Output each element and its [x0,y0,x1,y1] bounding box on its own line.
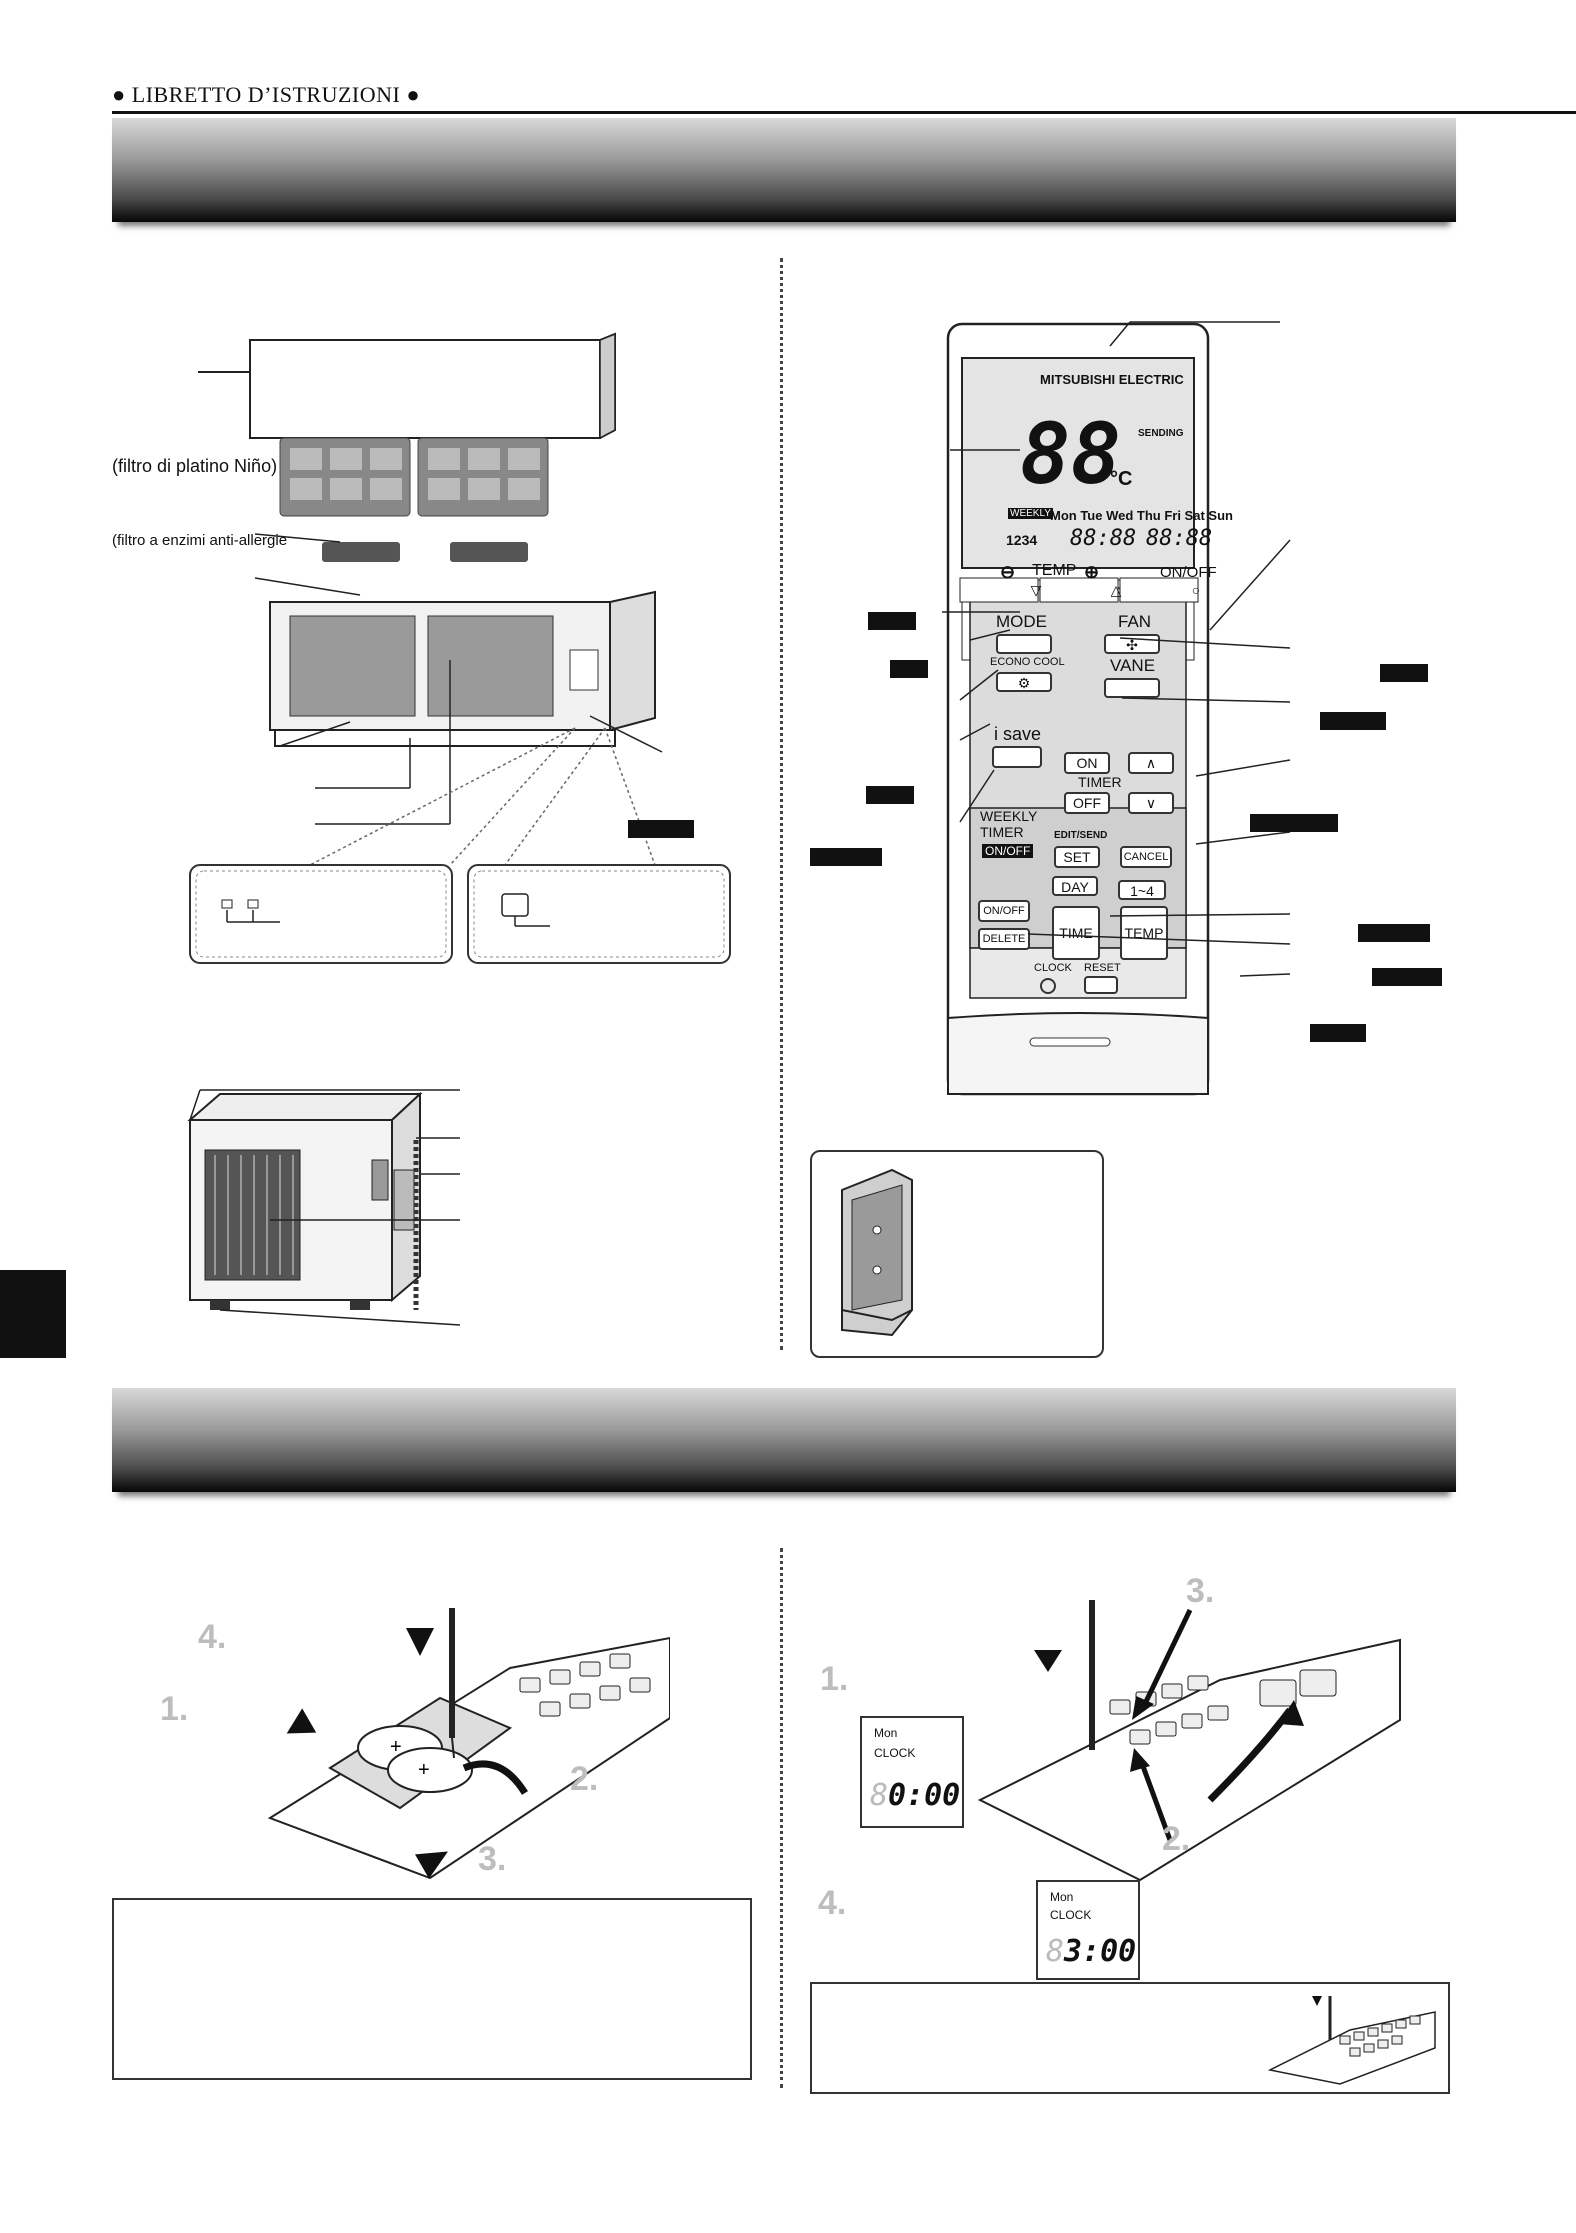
svg-text:+: + [418,1759,430,1781]
display-days: Mon Tue Wed Thu Fri Sat Sun [1050,508,1233,523]
power-button[interactable]: ○ [1191,582,1201,598]
remote-leader-lines [942,321,1291,977]
column-divider-top [780,258,783,1350]
remote-brand: MITSUBISHI ELECTRIC [1040,372,1184,387]
clock-display-time: 3:00 [1064,1934,1137,1969]
vane-label: VANE [1110,656,1156,675]
language-tab [0,1270,66,1358]
display-temperature: 88 [1020,405,1122,503]
timer-up-button[interactable]: ∧ [1128,752,1174,774]
timer-on-button[interactable]: ON [1064,752,1110,774]
mode-label: MODE [996,612,1047,631]
redacted-label [1358,924,1430,942]
clock-step-2: 2. [1162,1820,1191,1858]
display-on-time: 88:88 [1070,526,1137,551]
i-save-label: i save [994,724,1042,744]
clock-display-set: Mon CLOCK 8 3:00 [1036,1880,1140,1980]
arrow-down-icon [1034,1650,1062,1672]
temp-down-button[interactable]: ▽ [1030,582,1042,598]
timer-down-button[interactable]: ∨ [1128,792,1174,814]
svg-text:+: + [390,1736,402,1758]
clock-display-day: Mon [1050,1890,1074,1904]
clock-display-time: 0:00 [888,1778,961,1813]
program-button[interactable]: 1~4 [1118,880,1166,900]
display-off-time: 88:88 [1146,526,1213,551]
outdoor-unit-diagram [187,1089,461,1326]
timer-off-button[interactable]: OFF [1064,792,1110,814]
cancel-button[interactable]: CANCEL [1120,846,1172,868]
redacted-label [1250,814,1338,832]
redacted-label [1372,968,1442,986]
clock-display-label: CLOCK [874,1746,916,1760]
clock-step-3: 3. [1186,1572,1215,1610]
battery-step-4: 4. [198,1618,227,1656]
clock-note-box [810,1982,1450,2094]
vane-button[interactable] [1104,678,1160,698]
header-rule [112,111,1576,114]
clock-step-1: 1. [820,1660,849,1698]
clock-display-ghost-digit: 8 [1046,1934,1065,1969]
indoor-unit-diagram [189,332,731,964]
section-band-parts [112,118,1456,222]
temp-plus-icon: ⊕ [1084,562,1100,582]
display-weekly: WEEKLY [1008,508,1053,519]
set-button[interactable]: SET [1054,846,1100,868]
label-enzyme-filter: (filtro a enzimi anti-allergie [112,532,288,549]
reset-hint-illustration [1267,1996,1436,2085]
remote-holder-illustration [841,1168,913,1337]
fan-icon: ✣ [1126,637,1138,653]
clock-display-blinking: Mon CLOCK 8 0:00 [860,1716,964,1828]
display-unit: °C [1110,468,1133,490]
fan-label: FAN [1118,612,1152,631]
econo-cool-label: ECONO COOL [990,656,1065,668]
mode-button[interactable] [996,634,1052,654]
onoff-small-button[interactable]: ON/OFF [978,900,1030,922]
gear-icon: ⚙ [1017,675,1031,691]
battery-insertion-illustration: + + [267,1608,670,1880]
delete-button[interactable]: DELETE [978,928,1030,950]
battery-note-box [112,1898,752,2080]
redacted-label [1310,1024,1366,1042]
edit-send-label: EDIT/SEND [1054,830,1108,841]
temp-up-button[interactable]: △ [1110,582,1122,598]
temp-minus-icon: ⊖ [1000,562,1016,582]
redacted-label [628,820,694,838]
battery-step-3: 3. [478,1840,507,1878]
redacted-label [810,848,882,866]
redacted-label [868,612,916,630]
manual-header: ● LIBRETTO D’ISTRUZIONI ● [112,82,421,107]
battery-step-2: 2. [570,1760,599,1798]
clock-display-label: CLOCK [1050,1908,1092,1922]
i-save-button[interactable] [992,746,1042,768]
redacted-label [1380,664,1428,682]
weekly-timer-label: WEEKLY TIMER [980,808,1038,840]
timer-label: TIMER [1078,774,1122,790]
battery-step-1: 1. [160,1690,189,1728]
display-program-numbers: 1234 [1006,532,1038,548]
remote-holder-box [810,1150,1104,1358]
time-button[interactable]: TIME [1052,906,1100,960]
redacted-label [866,786,914,804]
clock-label: CLOCK [1034,962,1072,974]
reset-button[interactable] [1084,976,1118,994]
clock-display-day: Mon [874,1726,898,1740]
day-button[interactable]: DAY [1052,876,1098,896]
clock-step-4: 4. [818,1884,847,1922]
econo-cool-button[interactable]: ⚙ [996,672,1052,692]
onoff-label: ON/OFF [1160,564,1217,581]
clock-display-ghost-digit: 8 [870,1778,889,1813]
section-band-preparation [112,1388,1456,1492]
weekly-timer-onoff-button[interactable]: ON/OFF [982,844,1034,858]
column-divider-bottom [780,1548,783,2088]
temp-label: TEMP [1032,562,1077,579]
redacted-label [890,660,928,678]
redacted-label [1320,712,1386,730]
display-sending: SENDING [1138,428,1184,439]
clock-setting-illustration [977,1600,1401,1882]
clock-button[interactable] [1040,978,1056,994]
label-platinum-filter: (filtro di platino Niño) [112,456,278,476]
reset-label: RESET [1084,962,1121,974]
